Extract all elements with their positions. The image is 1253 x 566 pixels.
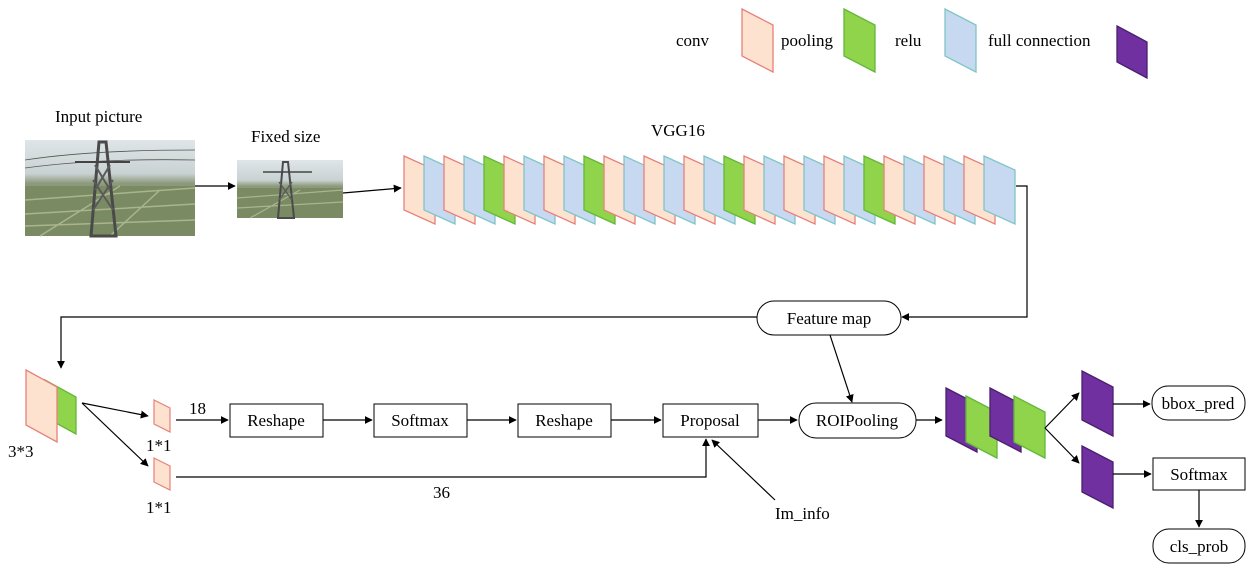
softmax-node-1: Softmax — [373, 403, 468, 438]
im-info-label: Im_info — [775, 504, 830, 523]
softmax-2-label: Softmax — [1170, 465, 1228, 484]
cls-prob-node: cls_prob — [1152, 528, 1246, 564]
cls-prob-label: cls_prob — [1170, 537, 1229, 556]
reshape-2-label: Reshape — [535, 411, 593, 430]
arrow-conv-to-reg-branch — [81, 402, 149, 467]
arrow-conv-to-cls-branch — [81, 402, 149, 419]
legend-conv-label: conv — [676, 31, 710, 50]
reshape-node-2: Reshape — [517, 403, 612, 438]
vgg16-title: VGG16 — [651, 121, 705, 140]
arrow-fixed-to-vgg — [342, 184, 402, 194]
legend-relu-swatch — [944, 7, 977, 74]
roipooling-label: ROIPooling — [816, 411, 899, 430]
legend-full-connection-swatch — [1116, 24, 1148, 80]
softmax-1-label: Softmax — [391, 411, 449, 430]
fc-layer-stack — [945, 386, 1046, 460]
fixed-size-picture — [236, 160, 344, 219]
input-picture-caption: Input picture — [55, 107, 142, 126]
legend-pooling-swatch — [843, 7, 876, 74]
channels-36-label: 36 — [433, 483, 450, 502]
proposal-label: Proposal — [680, 411, 740, 430]
arrow-vgg-to-feature-map — [901, 185, 1028, 321]
legend-full-connection-label: full connection — [988, 31, 1091, 50]
reshape-1-label: Reshape — [247, 411, 305, 430]
legend-conv-swatch — [741, 7, 774, 74]
arrow-fc-to-cls-branch — [1044, 427, 1080, 464]
conv-1x1-cls — [153, 399, 171, 433]
rpn-conv-3x3 — [25, 368, 77, 444]
softmax-node-2: Softmax — [1152, 457, 1246, 491]
reshape-node-1: Reshape — [229, 403, 324, 438]
kernel-3x3-label: 3*3 — [8, 442, 34, 461]
vgg-layer-relu — [983, 154, 1016, 226]
legend-pooling-label: pooling — [781, 31, 833, 50]
feature-map-node: Feature map — [756, 300, 902, 336]
conv-1x1-reg — [153, 457, 171, 491]
kernel-1x1-top-label: 1*1 — [146, 436, 172, 455]
vgg16-layer-stack — [403, 154, 1016, 226]
arrow-feature-map-to-roipooling — [829, 334, 854, 403]
legend-relu-label: relu — [895, 31, 922, 50]
input-picture — [24, 140, 196, 238]
fc-cls-head — [1081, 444, 1114, 510]
roipooling-node: ROIPooling — [798, 402, 917, 439]
bbox-pred-label: bbox_pred — [1162, 394, 1235, 413]
fc-bbox-head — [1081, 369, 1114, 438]
arrow-feature-map-to-rpn — [57, 316, 757, 369]
channels-18-label: 18 — [189, 399, 206, 418]
arrow-fc-to-bbox-branch — [1044, 392, 1080, 429]
proposal-node: Proposal — [662, 403, 759, 438]
feature-map-label: Feature map — [787, 309, 872, 328]
legend: conv pooling relu full connection — [676, 7, 1148, 80]
kernel-1x1-bottom-label: 1*1 — [146, 498, 172, 517]
arrow-im-info-to-proposal — [711, 439, 776, 501]
arrow-reg-to-proposal — [176, 438, 710, 478]
bbox-pred-node: bbox_pred — [1151, 385, 1246, 421]
fixed-size-caption: Fixed size — [251, 127, 320, 146]
